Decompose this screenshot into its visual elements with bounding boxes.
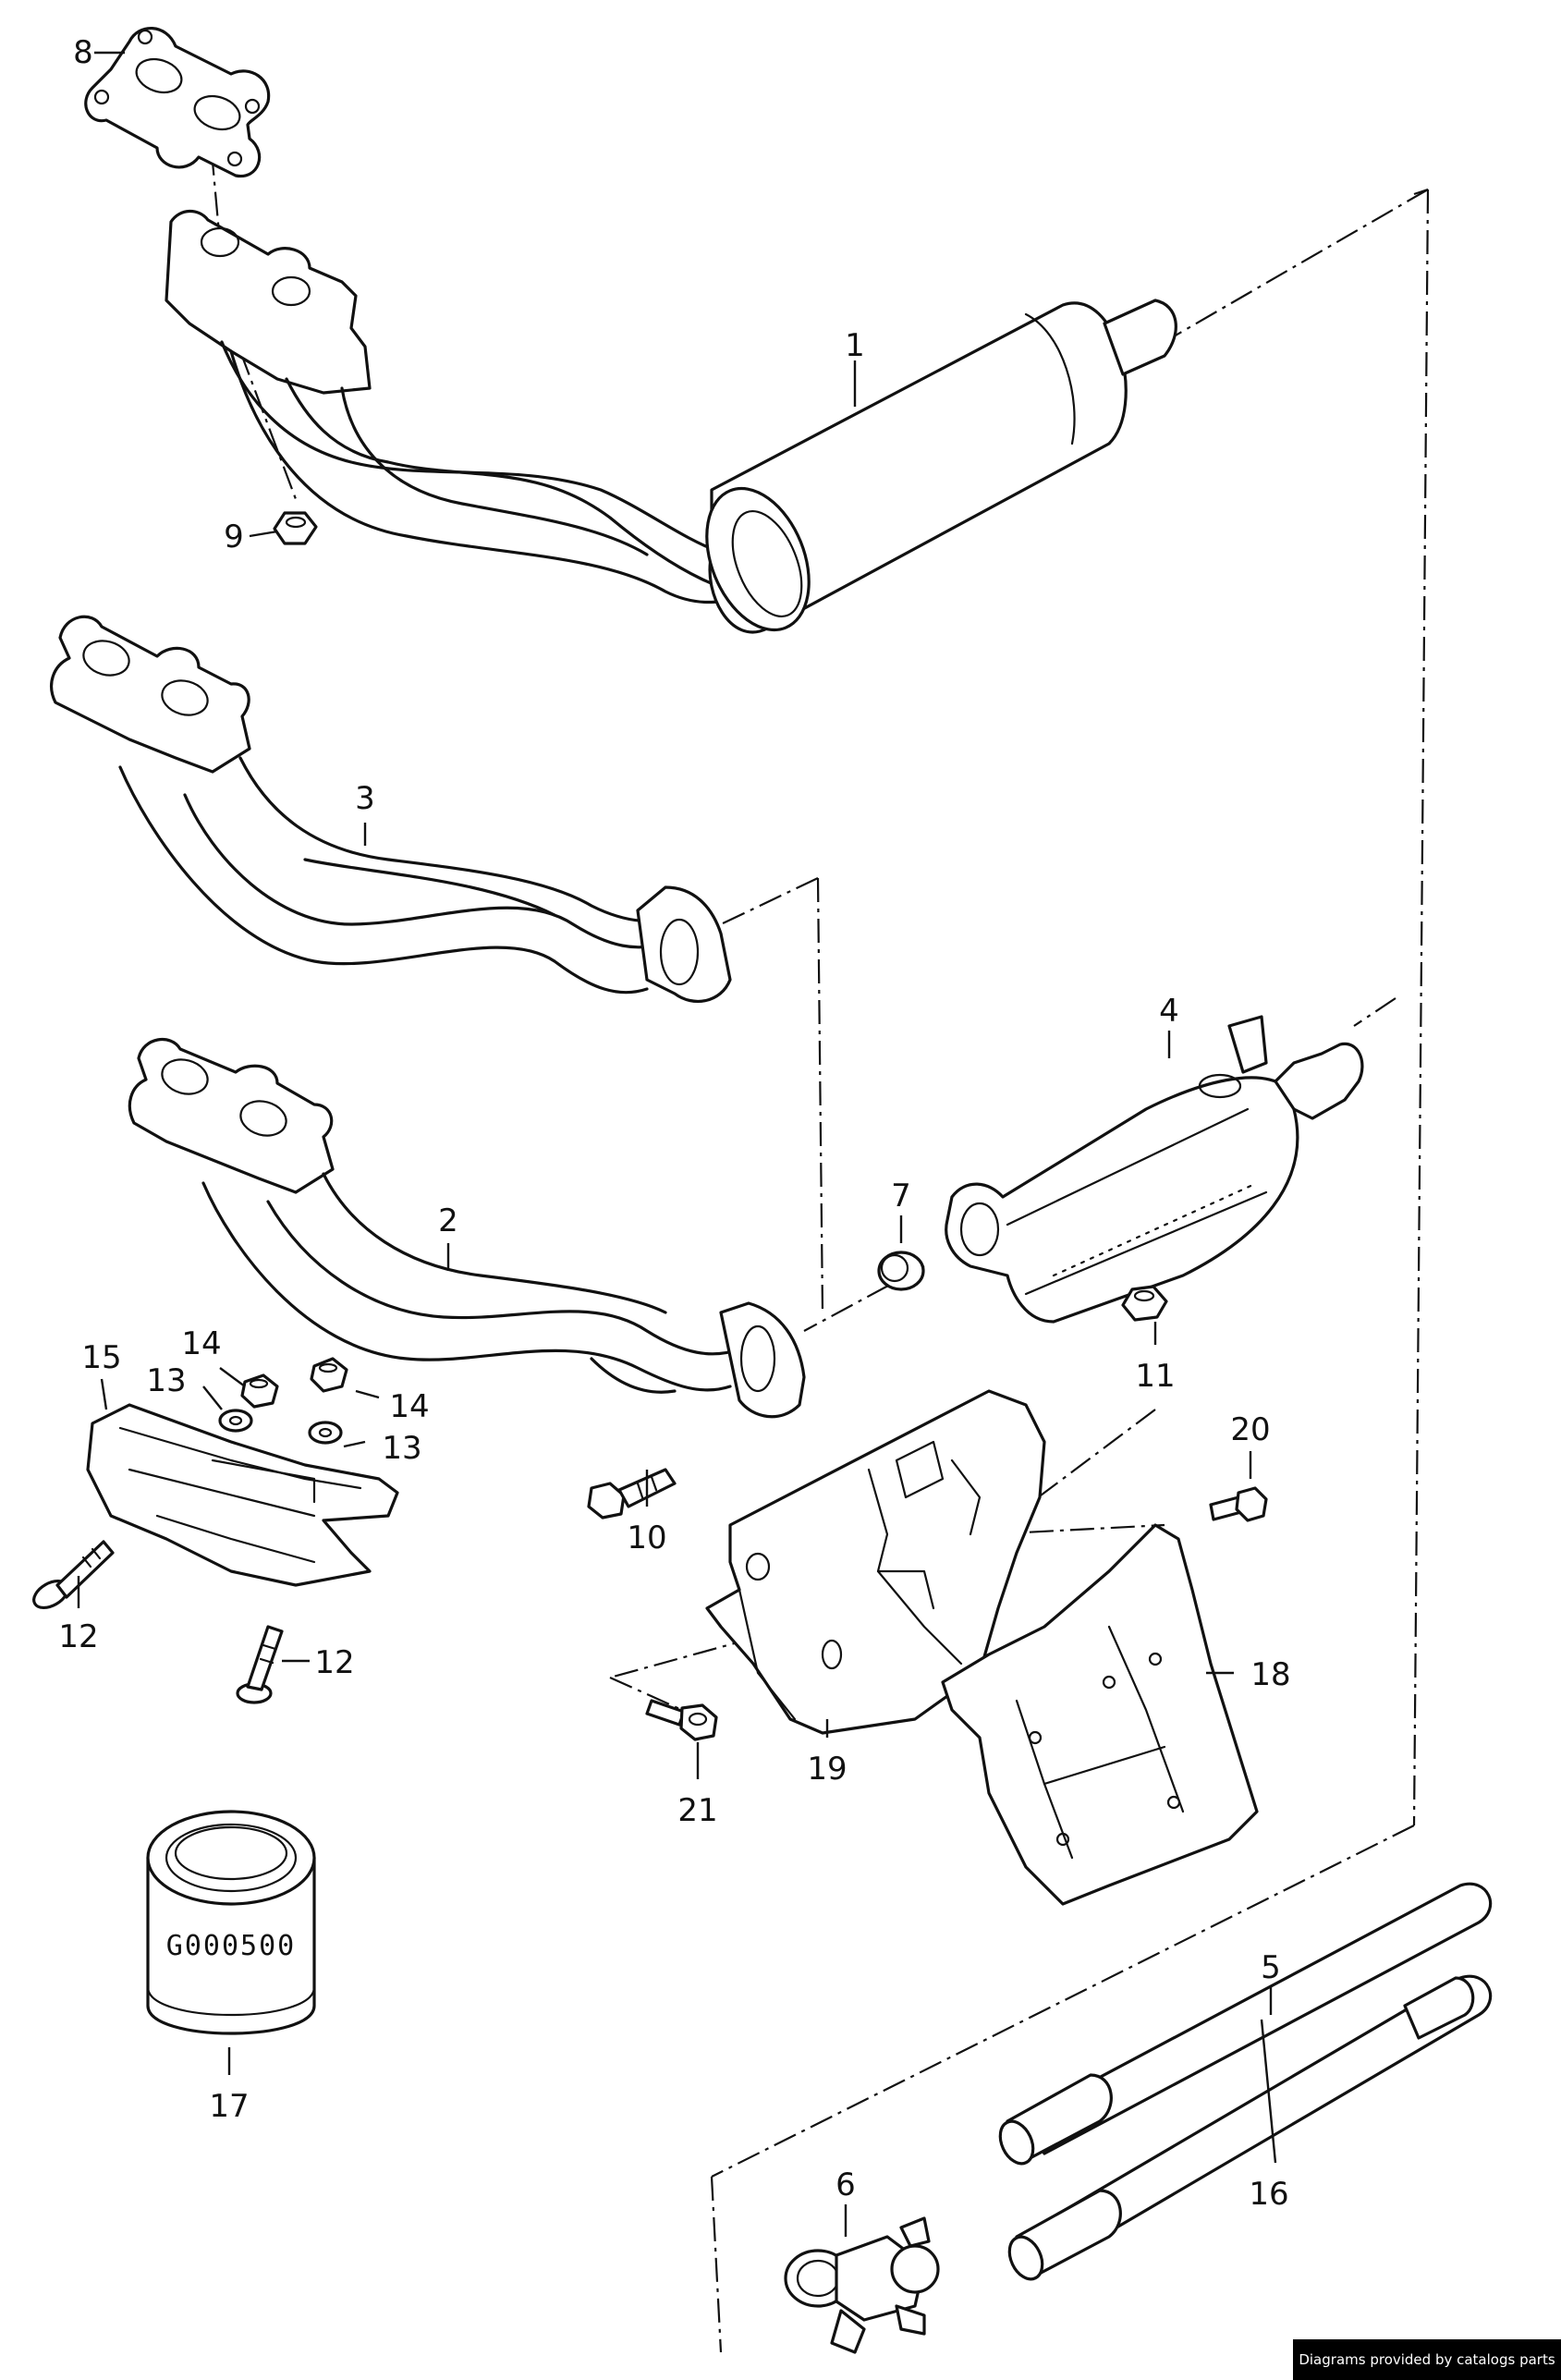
nut-11 xyxy=(1121,1285,1168,1322)
callout-20: 20 xyxy=(1230,1411,1270,1448)
bolt-21 xyxy=(645,1699,718,1741)
bracket-19 xyxy=(705,1389,1046,1735)
gasket-8 xyxy=(84,27,271,178)
washer-13b xyxy=(308,1421,343,1445)
callout-8: 8 xyxy=(73,34,93,71)
bracket-18 xyxy=(941,1523,1259,1906)
callout-12b: 12 xyxy=(314,1644,354,1681)
front-pipe-2 xyxy=(128,1038,806,1419)
nut-14b xyxy=(310,1357,348,1393)
callout-3: 3 xyxy=(355,780,375,817)
front-pipe-with-silencer-1 xyxy=(165,209,1177,634)
pipe-5 xyxy=(998,1882,1492,2166)
callout-12a: 12 xyxy=(58,1618,98,1655)
ring-7 xyxy=(877,1251,925,1291)
callout-17: 17 xyxy=(209,2088,249,2125)
callout-21: 21 xyxy=(677,1792,717,1829)
nut-9 xyxy=(273,511,318,545)
callout-13b: 13 xyxy=(382,1430,421,1467)
callout-13a: 13 xyxy=(146,1362,186,1399)
bolt-12b xyxy=(236,1625,284,1704)
callout-18: 18 xyxy=(1250,1656,1290,1693)
bolt-10 xyxy=(587,1468,677,1520)
part-stamp-text: G000500 xyxy=(166,1930,296,1962)
pipe-16 xyxy=(1007,1974,1492,2281)
callout-9: 9 xyxy=(224,519,244,555)
leader-lines xyxy=(77,51,1277,2237)
callout-5: 5 xyxy=(1261,1949,1281,1986)
callout-19: 19 xyxy=(807,1751,847,1788)
callout-16: 16 xyxy=(1249,2176,1288,2213)
callout-4: 4 xyxy=(1159,993,1179,1030)
front-pipe-3 xyxy=(50,615,732,1003)
callout-6: 6 xyxy=(835,2166,856,2203)
callout-14a: 14 xyxy=(181,1325,221,1362)
catalytic-converter-4 xyxy=(945,1015,1364,1324)
clamp-6 xyxy=(784,2216,940,2354)
watermark-banner: Diagrams provided by catalogs parts xyxy=(1293,2339,1561,2380)
callout-15: 15 xyxy=(81,1339,121,1376)
bolt-20 xyxy=(1209,1486,1268,1522)
callout-1: 1 xyxy=(845,327,865,364)
callout-labels: 1 2 3 4 5 6 7 8 9 10 11 12 12 13 13 14 1… xyxy=(58,34,1290,2213)
washer-13a xyxy=(218,1409,253,1433)
sealant-can-17: G000500 xyxy=(146,1810,316,2035)
callout-7: 7 xyxy=(891,1178,911,1214)
callout-2: 2 xyxy=(438,1202,458,1239)
callout-11: 11 xyxy=(1135,1358,1175,1395)
bolt-12a xyxy=(32,1540,115,1610)
nut-14a xyxy=(240,1373,279,1409)
callout-10: 10 xyxy=(627,1520,666,1556)
callout-14b: 14 xyxy=(389,1388,429,1425)
heat-shield-15 xyxy=(86,1403,399,1587)
